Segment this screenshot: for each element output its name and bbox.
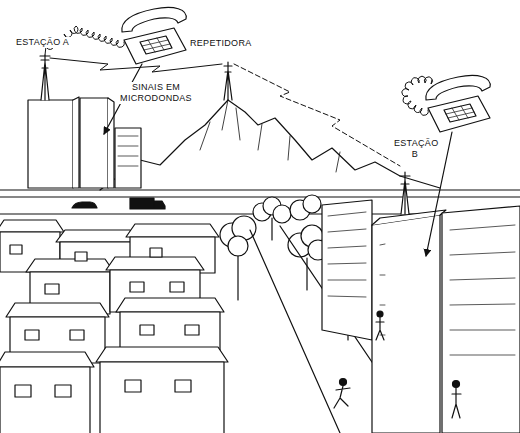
- repeater-tower: [224, 62, 232, 100]
- telephone-b: [426, 75, 490, 132]
- houses: [0, 220, 228, 433]
- microwave-signals: [50, 58, 400, 166]
- telephone-cord-b: [402, 76, 432, 115]
- people: [334, 311, 461, 418]
- text-label: SINAIS EM MICRODONDAS: [116, 82, 196, 104]
- city-a-buildings: [28, 55, 141, 188]
- mountains: [100, 100, 440, 190]
- city-b-buildings: [322, 172, 520, 433]
- telephone-a: [122, 7, 186, 64]
- text-label: REPETIDORA: [188, 38, 254, 49]
- text-label: ESTAÇÃO B: [392, 138, 438, 160]
- text-label: ESTAÇÃO A: [14, 37, 71, 48]
